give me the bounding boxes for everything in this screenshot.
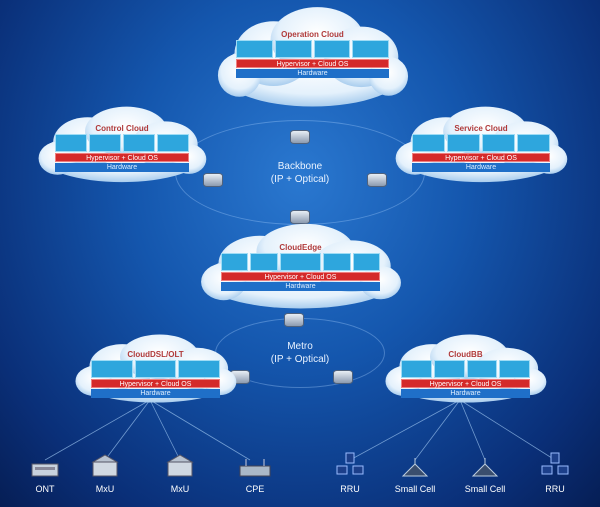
- module-row: [236, 39, 389, 58]
- module-row: [412, 134, 550, 153]
- hardware-layer: Hardware: [412, 163, 550, 173]
- module-box: [157, 134, 190, 153]
- device-mxu: MxU: [155, 452, 205, 494]
- module-box: [274, 39, 312, 58]
- device-label: ONT: [35, 484, 55, 494]
- module-box: [280, 253, 321, 272]
- cloud-stack: CloudDSL/OLT Hypervisor + Cloud OS Hardw…: [91, 349, 220, 399]
- device-mxu: MxU: [80, 452, 130, 494]
- module-box: [250, 253, 279, 272]
- cloud-title: CloudBB: [448, 350, 483, 360]
- cloud-edge: CloudEdge Hypervisor + Cloud OS Hardware: [198, 222, 403, 314]
- module-box: [412, 134, 446, 153]
- hypervisor-layer: Hypervisor + Cloud OS: [401, 379, 530, 389]
- router-icon: [290, 130, 310, 144]
- module-box: [466, 360, 498, 379]
- module-row: [220, 253, 381, 272]
- module-box: [447, 134, 481, 153]
- router-icon: [333, 370, 353, 384]
- hardware-layer: Hardware: [236, 68, 389, 78]
- mxu-icon: [80, 452, 130, 478]
- device-small-cell: Small Cell: [460, 452, 510, 494]
- cloud-dsl: CloudDSL/OLT Hypervisor + Cloud OS Hardw…: [73, 333, 238, 407]
- cloud-title: Operation Cloud: [281, 29, 344, 39]
- backbone-label: Backbone (IP + Optical): [250, 160, 350, 186]
- hypervisor-layer: Hypervisor + Cloud OS: [220, 272, 381, 282]
- device-label: MxU: [170, 484, 190, 494]
- cloud-title: Service Cloud: [454, 124, 508, 134]
- device-label: MxU: [95, 484, 115, 494]
- rru-icon: [530, 452, 580, 478]
- cloud-control: Control Cloud Hypervisor + Cloud OS Hard…: [36, 105, 208, 187]
- module-box: [220, 253, 249, 272]
- cloud-title: Control Cloud: [95, 124, 149, 134]
- module-box: [134, 360, 177, 379]
- small-cell-icon: [460, 452, 510, 478]
- module-box: [123, 134, 156, 153]
- rru-icon: [325, 452, 375, 478]
- router-icon: [203, 173, 223, 187]
- cloud-stack: Operation Cloud Hypervisor + Cloud OS Ha…: [236, 29, 389, 78]
- module-box: [352, 39, 389, 58]
- mxu-icon: [155, 452, 205, 478]
- hardware-layer: Hardware: [91, 389, 220, 399]
- device-label: CPE: [245, 484, 265, 494]
- hypervisor-layer: Hypervisor + Cloud OS: [54, 153, 190, 163]
- module-box: [352, 253, 381, 272]
- module-box: [178, 360, 220, 379]
- device-label: Small Cell: [464, 484, 506, 494]
- module-row: [91, 360, 220, 379]
- hardware-layer: Hardware: [54, 163, 190, 173]
- backbone-subtitle: (IP + Optical): [270, 174, 330, 185]
- cloud-bb: CloudBB Hypervisor + Cloud OS Hardware: [383, 333, 548, 407]
- module-box: [433, 360, 465, 379]
- device-label: Small Cell: [394, 484, 436, 494]
- device-small-cell: Small Cell: [390, 452, 440, 494]
- cloud-stack: Control Cloud Hypervisor + Cloud OS Hard…: [54, 123, 190, 173]
- ont-icon: [20, 452, 70, 478]
- module-box: [516, 134, 550, 153]
- module-box: [322, 253, 351, 272]
- device-ont: ONT: [20, 452, 70, 494]
- metro-subtitle: (IP + Optical): [270, 354, 330, 365]
- cloud-stack: Service Cloud Hypervisor + Cloud OS Hard…: [412, 123, 550, 173]
- module-box: [401, 360, 432, 379]
- cloud-title: CloudEdge: [279, 243, 322, 253]
- module-box: [313, 39, 351, 58]
- module-row: [54, 134, 190, 153]
- cloud-stack: CloudBB Hypervisor + Cloud OS Hardware: [401, 349, 530, 399]
- cpe-icon: [230, 452, 280, 478]
- hypervisor-layer: Hypervisor + Cloud OS: [236, 58, 389, 68]
- backbone-title: Backbone: [277, 161, 323, 172]
- small-cell-icon: [390, 452, 440, 478]
- router-icon: [284, 313, 304, 327]
- module-box: [91, 360, 133, 379]
- device-cpe: CPE: [230, 452, 280, 494]
- module-box: [88, 134, 121, 153]
- metro-label: Metro (IP + Optical): [250, 340, 350, 366]
- cloud-stack: CloudEdge Hypervisor + Cloud OS Hardware: [220, 242, 381, 292]
- module-box: [499, 360, 530, 379]
- router-icon: [290, 210, 310, 224]
- hypervisor-layer: Hypervisor + Cloud OS: [91, 379, 220, 389]
- hardware-layer: Hardware: [220, 282, 381, 292]
- cloud-operation: Operation Cloud Hypervisor + Cloud OS Ha…: [215, 5, 410, 113]
- router-icon: [367, 173, 387, 187]
- cloud-service: Service Cloud Hypervisor + Cloud OS Hard…: [393, 105, 569, 187]
- module-box: [482, 134, 515, 153]
- hypervisor-layer: Hypervisor + Cloud OS: [412, 153, 550, 163]
- module-box: [236, 39, 273, 58]
- hardware-layer: Hardware: [401, 389, 530, 399]
- device-rru: RRU: [530, 452, 580, 494]
- cloud-title: CloudDSL/OLT: [127, 350, 184, 360]
- device-label: RRU: [545, 484, 565, 494]
- module-box: [54, 134, 87, 153]
- device-rru: RRU: [325, 452, 375, 494]
- metro-title: Metro: [287, 341, 313, 352]
- device-label: RRU: [340, 484, 360, 494]
- module-row: [401, 360, 530, 379]
